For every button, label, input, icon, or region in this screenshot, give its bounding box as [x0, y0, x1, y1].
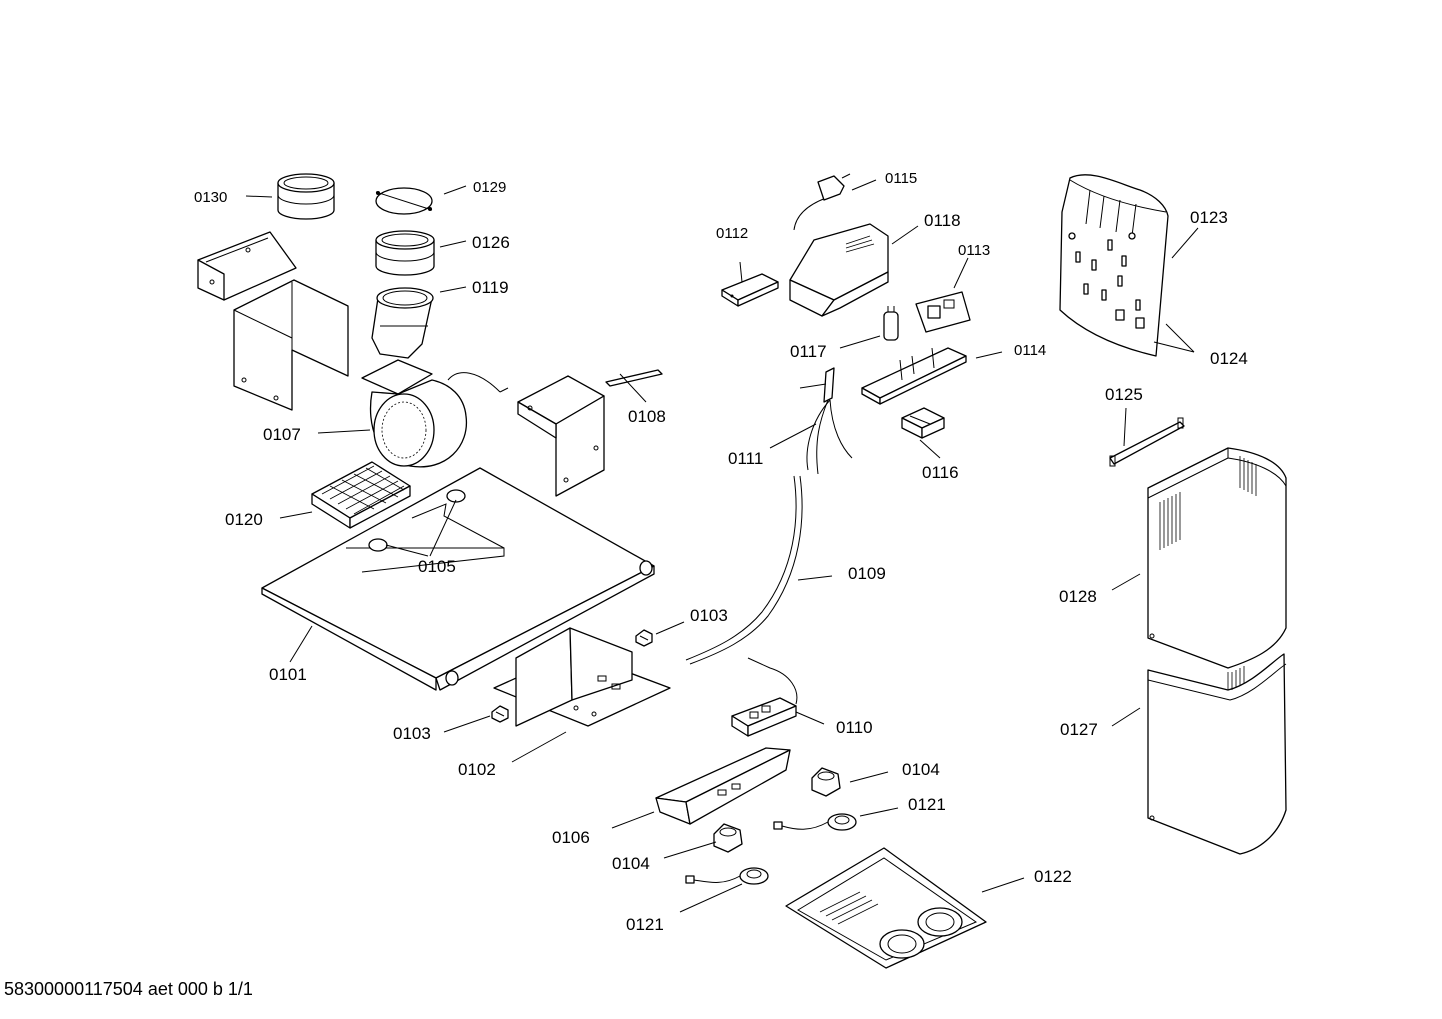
part-0129-flap	[375, 187, 433, 215]
callout-0109: 0109	[848, 564, 886, 583]
callout-0115: 0115	[885, 170, 917, 187]
callout-0125: 0125	[1105, 385, 1143, 404]
callout-0110: 0110	[836, 718, 873, 737]
part-0107-blower	[361, 359, 509, 468]
callout-0126: 0126	[472, 233, 510, 252]
part-0123-fixing-bag	[1059, 174, 1169, 357]
part-0109-cable	[685, 475, 803, 665]
callout-labels: 0130 0129 0126 0119 0107 0108 0120 0105 …	[194, 170, 1248, 934]
callout-0107: 0107	[263, 425, 301, 444]
part-frame-bracket	[517, 375, 605, 497]
callout-0104-bottom: 0104	[612, 854, 650, 873]
callout-0121-bottom: 0121	[626, 915, 664, 934]
part-0115-power-cord	[793, 173, 851, 231]
part-0119-adapter	[371, 287, 434, 359]
part-0102-base-plate	[493, 627, 671, 727]
part-0114-terminal-block	[861, 347, 967, 405]
part-0125-bracket-strip	[1109, 417, 1185, 467]
callout-0113: 0113	[958, 242, 990, 259]
callout-0104-top: 0104	[902, 760, 940, 779]
part-0120-grease-filter	[311, 461, 411, 529]
part-0130-duct-ring	[277, 173, 335, 220]
part-0126-duct-ring	[375, 230, 435, 276]
part-0103-clip-right	[635, 629, 653, 647]
callout-0103-right: 0103	[690, 606, 728, 625]
part-0121-halogen-lamp-top	[773, 813, 857, 831]
callout-0106: 0106	[552, 828, 590, 847]
part-mounting-bracket	[197, 231, 297, 301]
part-0101-canopy-panel	[261, 467, 655, 691]
part-0113-circuit-board	[915, 291, 971, 333]
part-0127-lower-chimney	[1147, 653, 1287, 855]
callout-0111: 0111	[728, 449, 763, 468]
callout-0122: 0122	[1034, 867, 1072, 886]
callout-0118: 0118	[924, 211, 961, 230]
part-0112-component	[721, 273, 779, 307]
callout-0117: 0117	[790, 342, 827, 361]
part-0104-lamp-holder-top	[811, 767, 841, 797]
part-0110-switch-module	[731, 657, 798, 737]
part-0111-wire-harness	[799, 367, 853, 475]
callout-0121-top: 0121	[908, 795, 946, 814]
callout-0123: 0123	[1190, 208, 1228, 227]
callout-0127: 0127	[1060, 720, 1098, 739]
callout-0119: 0119	[472, 278, 509, 297]
part-0121-halogen-lamp-bottom	[685, 867, 769, 885]
callout-0124: 0124	[1210, 349, 1248, 368]
callout-0102: 0102	[458, 760, 496, 779]
part-0104-lamp-holder-bottom	[713, 823, 743, 853]
callout-0120: 0120	[225, 510, 263, 529]
part-0103-clip-left	[491, 705, 509, 723]
part-0118-control-housing	[789, 223, 889, 317]
part-0117-capacitor	[883, 306, 899, 341]
callout-0116: 0116	[922, 463, 959, 482]
callout-0112: 0112	[716, 225, 748, 242]
part-0128-upper-chimney	[1147, 447, 1287, 669]
document-id: 58300000117504 aet 000 b 1/1	[4, 979, 253, 999]
callout-0130: 0130	[194, 189, 227, 206]
callout-0114: 0114	[1014, 342, 1046, 359]
callout-0108: 0108	[628, 407, 666, 426]
callout-0129: 0129	[473, 179, 506, 196]
callout-0103-left: 0103	[393, 724, 431, 743]
part-0108-strip	[605, 369, 663, 387]
leader-lines	[245, 179, 1199, 913]
part-0106-control-strip	[655, 747, 791, 825]
part-0122-lower-shell	[785, 847, 987, 969]
part-wall-panel	[233, 279, 349, 411]
callout-0101: 0101	[269, 665, 307, 684]
callout-0105: 0105	[418, 557, 456, 576]
part-0116-connector	[901, 407, 945, 439]
callout-0128: 0128	[1059, 587, 1097, 606]
